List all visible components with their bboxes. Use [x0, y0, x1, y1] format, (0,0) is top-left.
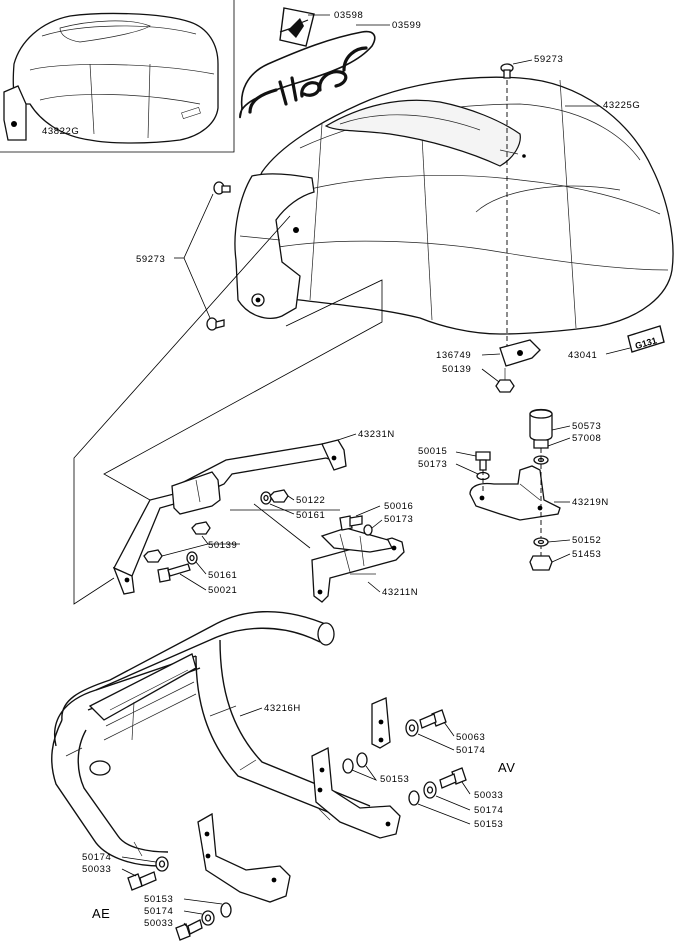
- label-50173-a: 50173: [418, 459, 447, 470]
- label-50033-c: 50033: [144, 918, 173, 929]
- label-50174-c: 50174: [82, 852, 111, 863]
- bolt-50033-c: [175, 919, 203, 941]
- nut-51453: [529, 555, 553, 571]
- label-57008: 57008: [572, 433, 601, 444]
- washer-50153-c: [220, 902, 232, 918]
- nut-50161-left: [143, 549, 163, 563]
- inset-box: 43822G: [0, 0, 235, 153]
- washer-50153-a1: [342, 758, 354, 774]
- inset-topcase-drawing: [3, 12, 219, 144]
- bracket-136749: [499, 339, 541, 367]
- label-50153-b: 50153: [474, 819, 503, 830]
- logo-03599: [239, 30, 376, 119]
- nut-50139-a: [495, 368, 515, 393]
- label-50063: 50063: [456, 732, 485, 743]
- label-50153-c: 50153: [144, 894, 173, 905]
- front-bracket-upper: [371, 697, 391, 749]
- label-50122: 50122: [296, 495, 325, 506]
- spacer-50573: [529, 408, 553, 449]
- label-43211N: 43211N: [382, 587, 418, 598]
- bolt-50033-a: [439, 767, 467, 789]
- screw-59273-left-a: [213, 181, 231, 195]
- label-50139-b: 50139: [208, 540, 237, 551]
- label-50153-a: 50153: [380, 774, 409, 785]
- label-50152: 50152: [572, 535, 601, 546]
- label-50174-a: 50174: [456, 745, 485, 756]
- washer-50161: [186, 551, 198, 565]
- label-43231N: 43231N: [358, 429, 395, 440]
- washer-50174-c: [155, 856, 169, 872]
- bracket-43231N: [112, 439, 347, 595]
- section-label-rear: AE: [92, 906, 110, 921]
- washer-50122: [260, 491, 272, 505]
- label-43219N: 43219N: [572, 497, 609, 508]
- label-43225G: 43225G: [603, 100, 640, 111]
- nut-50139-b: [191, 521, 211, 535]
- label-03599: 03599: [392, 20, 421, 31]
- bolt-50016: [339, 515, 363, 531]
- washer-50174-b: [423, 781, 437, 799]
- label-50033-a: 50033: [474, 790, 503, 801]
- label-50573: 50573: [572, 421, 601, 432]
- label-50174-d: 50174: [144, 906, 173, 917]
- tube-frame-43216H: [51, 611, 371, 867]
- bracket-43219N: [469, 465, 561, 521]
- label-50161-a: 50161: [296, 510, 325, 521]
- label-50161-b: 50161: [208, 570, 237, 581]
- washer-50153-a2: [356, 752, 368, 768]
- label-59273-top: 59273: [534, 54, 563, 65]
- bracket-43211N: [311, 527, 405, 603]
- bolt-50021: [157, 563, 191, 583]
- section-label-front: AV: [498, 760, 515, 775]
- label-51453: 51453: [572, 549, 601, 560]
- bolt-50033-b: [127, 871, 157, 891]
- label-50033-b: 50033: [82, 864, 111, 875]
- washer-50174-d: [201, 910, 215, 926]
- front-bracket-lower: [311, 746, 401, 839]
- emblem-03598: [279, 7, 315, 47]
- nut-50161-top: [269, 489, 289, 503]
- bolt-50063: [419, 709, 447, 729]
- label-59273-left: 59273: [136, 254, 165, 265]
- label-50174-b: 50174: [474, 805, 503, 816]
- label-43216H: 43216H: [264, 703, 301, 714]
- washer-50173-b: [363, 524, 373, 536]
- label-50015: 50015: [418, 446, 447, 457]
- assembly-frame-left: [73, 215, 291, 605]
- washer-50174-a: [405, 719, 419, 737]
- screw-59273-left-b: [206, 317, 225, 331]
- assembly-frame-right: [103, 279, 383, 501]
- label-50016: 50016: [384, 501, 413, 512]
- label-50021: 50021: [208, 585, 237, 596]
- bolt-50015: [475, 451, 491, 471]
- label-50173-b: 50173: [384, 514, 413, 525]
- top-case-43225G: [234, 76, 674, 335]
- label-50139-a: 50139: [442, 364, 471, 375]
- label-43041: 43041: [568, 350, 597, 361]
- washer-50152: [533, 537, 549, 547]
- washer-50153-b: [408, 790, 420, 806]
- badge-43041: G131: [627, 325, 665, 353]
- label-03598: 03598: [334, 10, 363, 21]
- rear-bracket: [197, 812, 291, 903]
- label-136749: 136749: [436, 350, 471, 361]
- screw-59273-top: [500, 63, 514, 79]
- label-43822G: 43822G: [42, 126, 79, 137]
